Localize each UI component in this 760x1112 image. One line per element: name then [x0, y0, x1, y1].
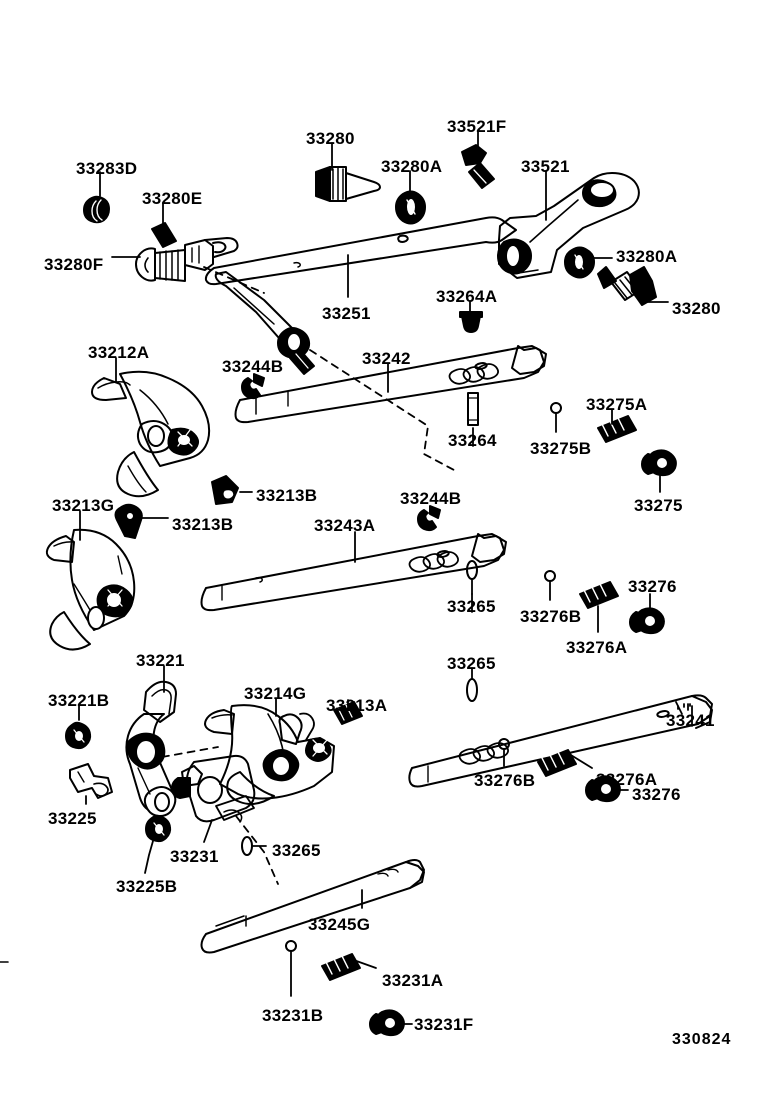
part-label-33231: 33231	[170, 847, 219, 866]
part-33244B-mid	[417, 505, 441, 532]
part-label-33521F: 33521F	[447, 117, 507, 136]
part-33276A-low	[537, 749, 593, 777]
part-33213B-lower	[114, 503, 169, 539]
part-label-33214G: 33214G	[244, 684, 307, 703]
part-33521F	[461, 144, 495, 189]
part-label-33264A: 33264A	[436, 287, 498, 306]
part-33280-top	[315, 166, 381, 202]
part-33231A	[321, 953, 377, 981]
part-label-33276B-mid: 33276B	[520, 607, 582, 626]
part-33265-mid	[466, 560, 478, 595]
part-33221B	[65, 705, 92, 750]
part-33280A-top	[395, 190, 426, 225]
part-33243A	[200, 531, 507, 612]
leader-lines-lower	[79, 357, 693, 727]
part-33280A-right	[564, 246, 595, 279]
part-label-33244B-top: 33244B	[222, 357, 284, 376]
part-33275B	[550, 402, 562, 433]
part-label-33275B: 33275B	[530, 439, 592, 458]
part-33264A	[459, 311, 483, 333]
part-33280E	[151, 222, 177, 248]
leader-lines-top	[99, 130, 669, 316]
part-33244B-top	[241, 373, 265, 400]
part-label-33276A-low: 33276A	[596, 770, 658, 789]
assembly-dashed-link-2	[309, 349, 455, 471]
part-33213A	[333, 699, 363, 725]
part-label-33231A: 33231A	[382, 971, 444, 990]
part-label-33221: 33221	[136, 651, 185, 670]
part-33212A	[91, 370, 211, 498]
part-label-33280E: 33280E	[142, 189, 203, 208]
diagram-id-code: 330824	[672, 1031, 732, 1048]
assembly-dashed-link-3	[161, 746, 219, 758]
part-label-33275: 33275	[634, 496, 683, 515]
part-33265-bot	[241, 836, 267, 856]
part-label-33244B-mid: 33244B	[400, 489, 462, 508]
part-label-33276-mid: 33276	[628, 577, 677, 596]
part-33251	[204, 216, 517, 375]
part-33214G	[204, 704, 335, 805]
part-label-33231B: 33231B	[262, 1006, 324, 1025]
part-33280F	[135, 237, 239, 282]
part-33213B-upper	[211, 475, 253, 505]
part-label-33243A: 33243A	[314, 516, 376, 535]
part-label-33213B-lower: 33213B	[172, 515, 234, 534]
part-label-33280F: 33280F	[44, 255, 104, 274]
assembly-dashed-link-4	[235, 815, 279, 885]
part-label-33280-right: 33280	[672, 299, 721, 318]
part-label-33276B-low: 33276B	[474, 771, 536, 790]
part-label-33213B-upper: 33213B	[256, 486, 318, 505]
part-33231F	[369, 1009, 413, 1037]
part-33275A	[597, 409, 637, 443]
part-33265-low	[466, 667, 478, 702]
part-33276B-low	[498, 738, 510, 767]
part-label-33264: 33264	[448, 431, 497, 450]
part-33231	[171, 754, 256, 843]
part-label-33521: 33521	[521, 157, 570, 176]
part-label-33276A-mid: 33276A	[566, 638, 628, 657]
assembly-dashed-link-1	[203, 266, 265, 294]
part-label-33225: 33225	[48, 809, 97, 828]
part-label-33265-bot: 33265	[272, 841, 321, 860]
part-label-33213G: 33213G	[52, 496, 115, 515]
part-33276-mid	[629, 593, 665, 635]
part-label-33280-top: 33280	[306, 129, 355, 148]
part-33225B	[144, 814, 172, 874]
part-label-33245G: 33245G	[308, 915, 371, 934]
part-label-33221B: 33221B	[48, 691, 110, 710]
part-label-33265-low: 33265	[447, 654, 496, 673]
part-33280-right	[597, 266, 657, 306]
part-33283D	[83, 195, 110, 224]
part-33242	[234, 345, 547, 424]
part-label-33251: 33251	[322, 304, 371, 323]
part-label-33242: 33242	[362, 349, 411, 368]
part-label-33225B: 33225B	[116, 877, 178, 896]
part-33245G	[200, 859, 425, 954]
part-33231B	[285, 940, 297, 997]
part-label-33280A-right: 33280A	[616, 247, 678, 266]
part-label-33283D: 33283D	[76, 159, 138, 178]
part-33221	[125, 680, 177, 817]
part-33521	[497, 172, 640, 279]
part-label-33276-low: 33276	[632, 785, 681, 804]
part-33241	[408, 694, 713, 788]
part-label-33241: 33241	[666, 711, 715, 730]
part-33213G	[45, 528, 136, 651]
part-label-33213A: 33213A	[326, 696, 388, 715]
part-label-33265-mid: 33265	[447, 597, 496, 616]
part-33276-low	[585, 775, 629, 803]
part-label-33275A: 33275A	[586, 395, 648, 414]
part-33264	[467, 392, 479, 426]
part-33225	[69, 763, 113, 805]
part-33276B-mid	[544, 570, 556, 601]
part-label-33280A-top: 33280A	[381, 157, 443, 176]
part-33276A-mid	[579, 581, 619, 633]
part-label-33212A: 33212A	[88, 343, 150, 362]
part-33275	[641, 449, 677, 493]
part-label-33231F: 33231F	[414, 1015, 474, 1034]
